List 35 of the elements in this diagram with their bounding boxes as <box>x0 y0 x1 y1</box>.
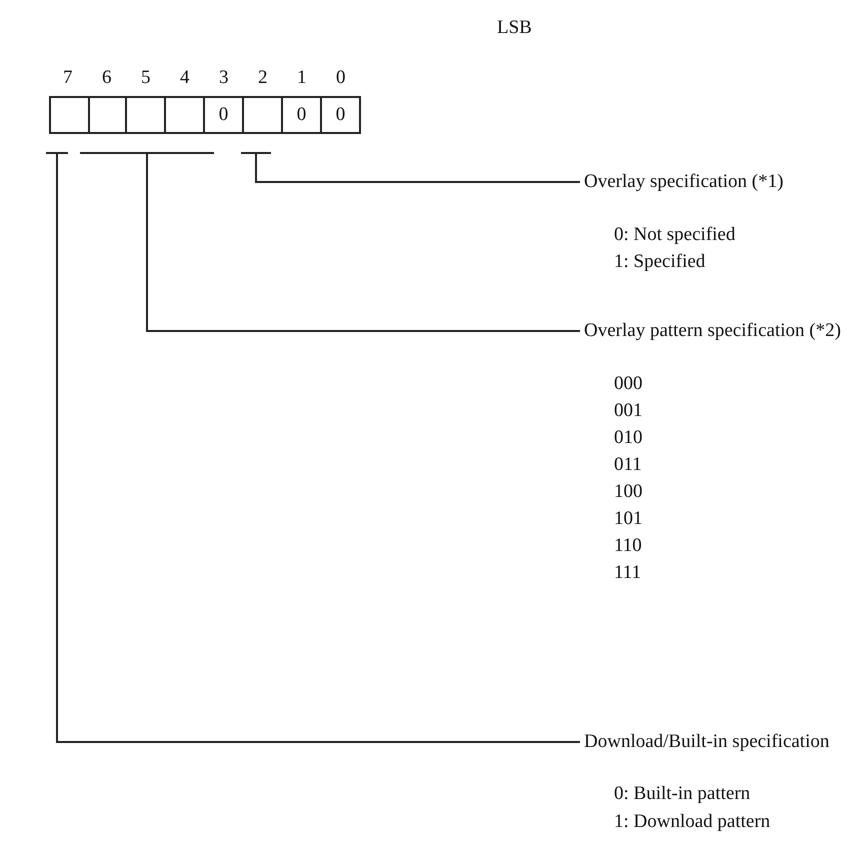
bit-cell <box>166 96 205 134</box>
field-description: Download/Built-in specification <box>584 730 830 754</box>
value-description: 0: Built-in pattern <box>614 782 750 806</box>
leader-line <box>56 154 580 743</box>
value-description: 001 <box>614 399 642 423</box>
bit-cell <box>49 96 90 134</box>
bit-number: 7 <box>63 66 72 90</box>
bit-number: 2 <box>258 66 268 90</box>
leader-line <box>255 154 580 183</box>
bit-number: 5 <box>141 66 150 90</box>
value-description: 110 <box>614 534 642 558</box>
bit-cell: 0 <box>322 96 361 134</box>
value-description: 0: Not specified <box>614 223 736 247</box>
value-description: 101 <box>614 507 642 531</box>
bit-cell <box>127 96 166 134</box>
leader-line <box>146 154 580 332</box>
bit-number: 3 <box>219 66 228 90</box>
value-description: 1: Specified <box>614 250 706 274</box>
field-description: Overlay specification (*1) <box>584 170 784 194</box>
value-description: 011 <box>614 453 642 477</box>
value-description: 111 <box>614 561 642 585</box>
bit-cell: 0 <box>205 96 244 134</box>
value-description: 100 <box>614 480 642 504</box>
field-description: Overlay pattern specification (*2) <box>584 319 841 343</box>
bit-cell <box>88 96 127 134</box>
bit-number: 6 <box>102 66 112 90</box>
bit-number: 4 <box>180 66 190 90</box>
value-description: 000 <box>614 372 642 396</box>
value-description: 1: Download pattern <box>614 810 770 834</box>
bit-number: 1 <box>297 66 306 90</box>
bit-cell: 0 <box>283 96 322 134</box>
bit-number: 0 <box>336 66 346 90</box>
lsb-label: LSB <box>497 16 532 40</box>
value-description: 010 <box>614 426 642 450</box>
bit-cell <box>244 96 283 134</box>
